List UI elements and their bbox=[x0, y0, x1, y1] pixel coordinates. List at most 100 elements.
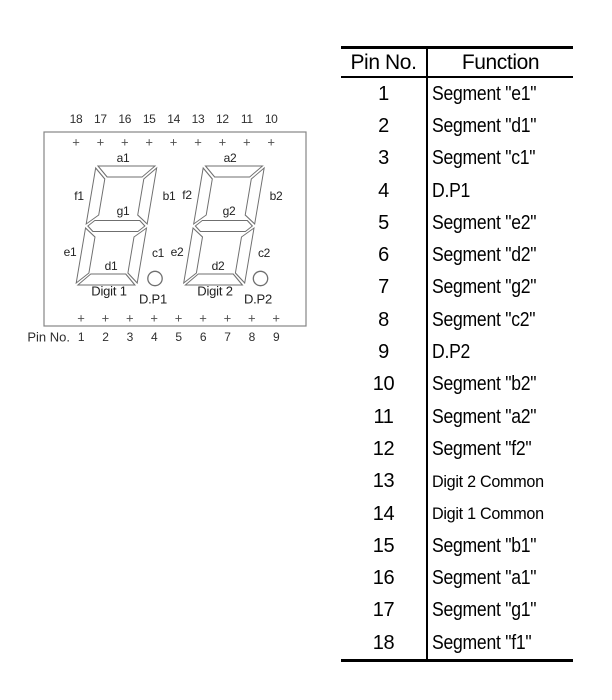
function-text: Segment "e1" bbox=[432, 82, 537, 105]
function-text: Segment "f1" bbox=[432, 631, 532, 654]
function-cell: Segment "f2" bbox=[428, 433, 573, 465]
function-header-cell: Function bbox=[428, 49, 573, 76]
pin-number-bottom: 1 bbox=[77, 330, 85, 344]
pin-number-top: 16 bbox=[118, 112, 132, 126]
segment-b2-shape bbox=[244, 166, 265, 226]
segment-label-b2: b2 bbox=[269, 189, 283, 203]
function-text: Segment "c2" bbox=[432, 308, 536, 331]
segment-label-a1: a1 bbox=[116, 151, 130, 165]
decimal-point-caption: D.P1 bbox=[138, 291, 168, 307]
pin-plus-mark-bottom: + bbox=[150, 310, 158, 326]
pin-plus-mark-top: + bbox=[218, 134, 227, 150]
segment-label-a2: a2 bbox=[223, 151, 237, 165]
segment-label-e2: e2 bbox=[170, 245, 184, 259]
function-cell: Segment "g2" bbox=[428, 272, 573, 304]
function-cell: Segment "c1" bbox=[428, 143, 573, 175]
segment-label-g2: g2 bbox=[222, 204, 236, 218]
digit-outline bbox=[183, 165, 265, 286]
function-cell: Segment "a2" bbox=[428, 401, 573, 433]
digit-caption: Digit 2 bbox=[197, 283, 233, 299]
display-outline-svg bbox=[43, 131, 307, 327]
digit-caption: Digit 1 bbox=[91, 283, 127, 299]
function-text: Segment "c1" bbox=[432, 147, 536, 170]
pin-number-top: 13 bbox=[191, 112, 205, 126]
pin-plus-mark-top: + bbox=[121, 134, 129, 150]
function-text: Segment "d1" bbox=[432, 114, 537, 137]
table-header-row: Pin No. Function bbox=[341, 49, 573, 78]
function-cell: Segment "g1" bbox=[428, 595, 573, 627]
decimal-point-2-circle bbox=[252, 270, 269, 287]
pin-number-cell: 8 bbox=[341, 304, 428, 337]
pin-number-cell: 3 bbox=[341, 142, 428, 175]
segment-label-b1: b1 bbox=[162, 189, 176, 203]
function-text: Segment "g2" bbox=[432, 276, 537, 299]
function-cell: D.P1 bbox=[428, 175, 573, 207]
function-cell: Segment "a1" bbox=[428, 562, 573, 594]
function-text: Segment "d2" bbox=[432, 244, 537, 267]
pin-number-cell: 14 bbox=[341, 497, 428, 531]
segment-label-d1: d1 bbox=[104, 259, 118, 273]
segment-a1-shape bbox=[96, 165, 157, 178]
function-cell: Segment "b2" bbox=[428, 369, 573, 401]
pin-plus-mark-bottom: + bbox=[199, 310, 207, 326]
pin-number-cell: 7 bbox=[341, 271, 428, 305]
function-cell: Segment "c2" bbox=[428, 304, 573, 336]
segment-d2-shape bbox=[184, 273, 244, 286]
pin-number-cell: 16 bbox=[341, 562, 428, 595]
pin-number-bottom: 6 bbox=[199, 330, 207, 344]
digit-segment-shapes bbox=[75, 165, 265, 286]
pin-number-cell: 17 bbox=[341, 594, 428, 628]
segment-label-e1: e1 bbox=[63, 245, 77, 259]
pin-plus-mark-top: + bbox=[243, 134, 251, 150]
pin-number-cell: 18 bbox=[341, 627, 428, 660]
function-text: Segment "e2" bbox=[432, 211, 537, 234]
segment-label-c2: c2 bbox=[257, 246, 271, 260]
pin-number-cell: 5 bbox=[341, 207, 428, 240]
function-text: Segment "a1" bbox=[432, 567, 537, 590]
segment-label-c1: c1 bbox=[151, 246, 165, 260]
segment-label-f1: f1 bbox=[74, 189, 84, 203]
pin-number-bottom: 5 bbox=[175, 330, 182, 344]
package-outline bbox=[43, 131, 307, 327]
digit-outline bbox=[75, 165, 158, 286]
segment-a2-shape bbox=[204, 165, 264, 178]
segment-f1-shape bbox=[85, 166, 106, 226]
pin-number-top: 14 bbox=[167, 112, 180, 126]
function-cell: Segment "d1" bbox=[428, 110, 573, 142]
pin-number-top: 18 bbox=[69, 112, 83, 126]
segment-e2-shape bbox=[183, 226, 204, 285]
pin-plus-mark-bottom: + bbox=[77, 310, 85, 326]
pin-number-bottom: 4 bbox=[151, 330, 158, 344]
pin-no-header-label: Pin No. bbox=[350, 50, 417, 74]
function-cell: Segment "e2" bbox=[428, 207, 573, 239]
segment-label-d2: d2 bbox=[211, 259, 225, 273]
pin-number-bottom: 3 bbox=[126, 330, 134, 344]
segment-g1-shape bbox=[87, 220, 146, 232]
segment-label-f2: f2 bbox=[182, 188, 192, 202]
function-text: Digit 2 Common bbox=[432, 471, 544, 491]
pin-number-cell: 12 bbox=[341, 433, 428, 466]
pin-plus-mark-bottom: + bbox=[272, 310, 280, 326]
function-cell: D.P2 bbox=[428, 336, 573, 368]
segment-f2-shape bbox=[193, 166, 213, 226]
pin-number-cell: 2 bbox=[341, 110, 428, 143]
function-text: Segment "g1" bbox=[432, 599, 537, 622]
pin-number-cell: 15 bbox=[341, 530, 428, 563]
segment-b1-shape bbox=[137, 166, 158, 226]
function-text: D.P1 bbox=[432, 179, 471, 202]
